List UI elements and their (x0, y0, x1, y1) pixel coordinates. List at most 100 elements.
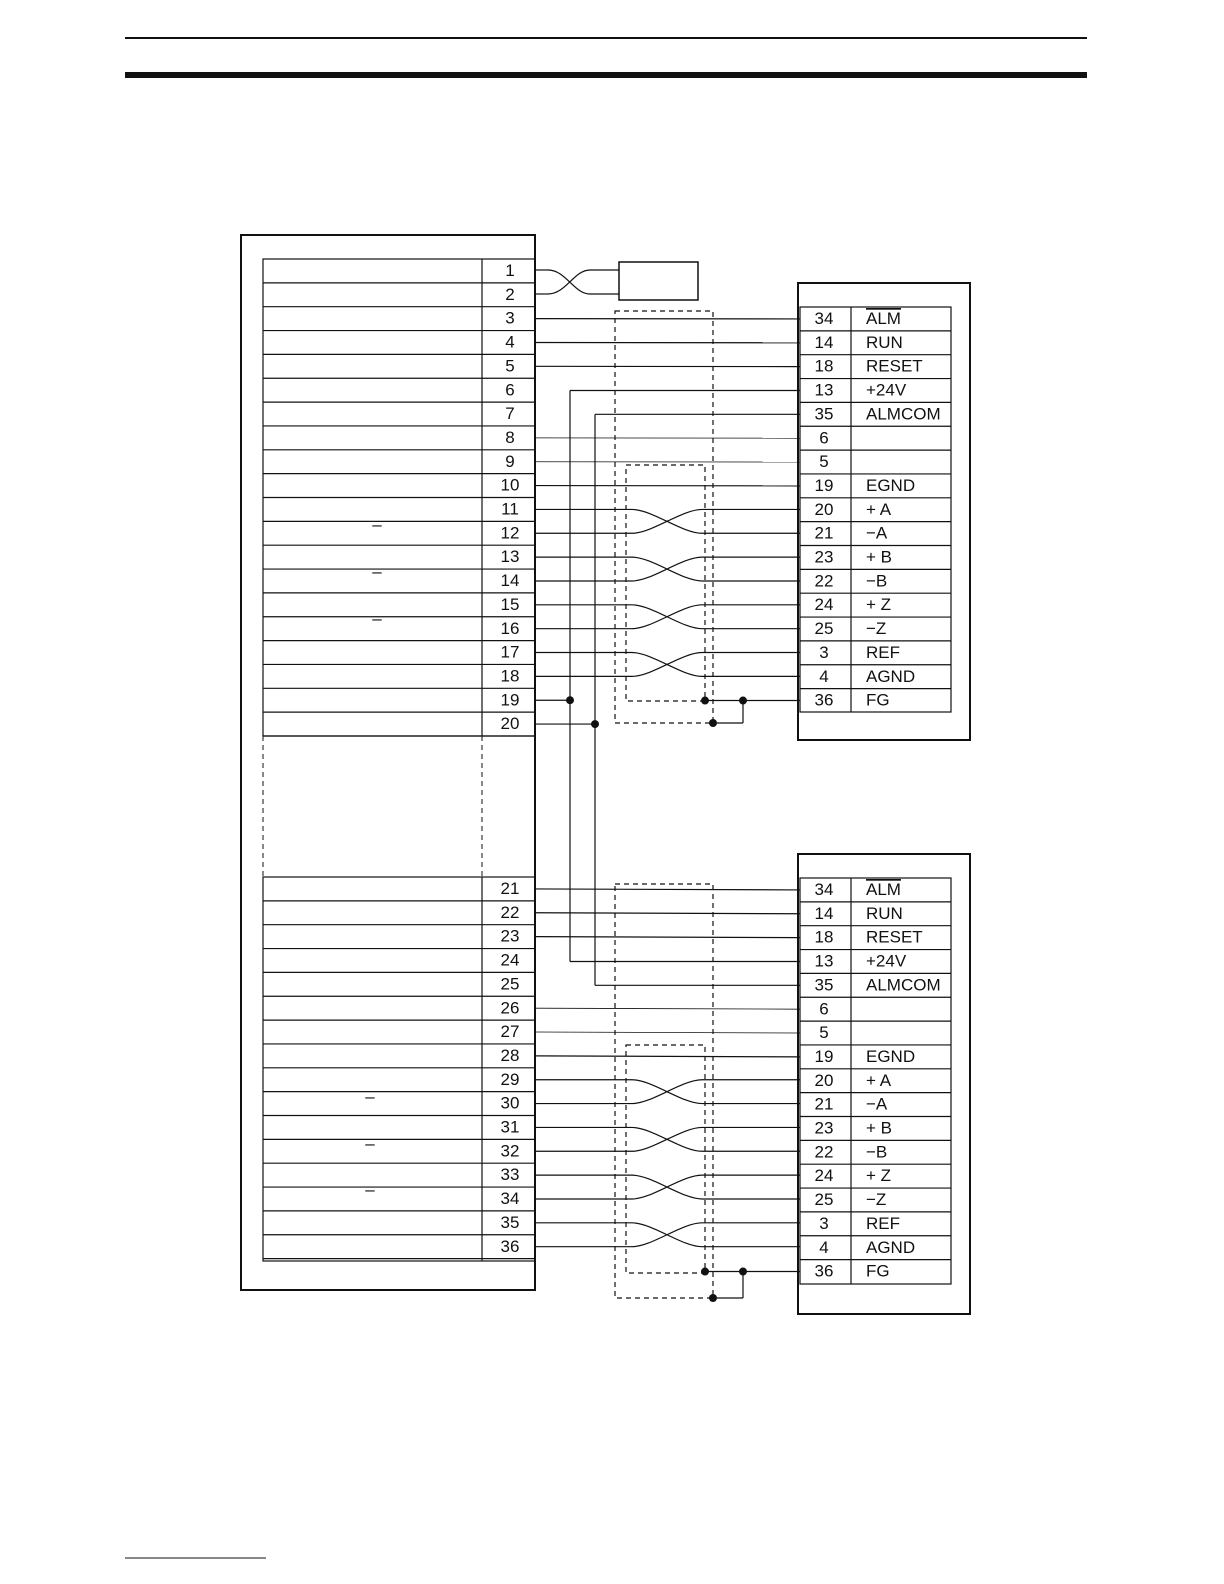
driver-pin-number: 3 (819, 643, 828, 662)
driver-pin-number: 35 (815, 404, 834, 423)
cable-shield-inner-top (625, 464, 706, 702)
controller-pin-number: 25 (501, 974, 520, 993)
driver-pin-number: 35 (815, 975, 834, 994)
driver-pin-number: 19 (815, 476, 834, 495)
complement-bar-mark: – (372, 562, 382, 581)
driver-top-outer-box (797, 282, 971, 741)
junction-dot (709, 719, 717, 727)
controller-pin-number: 21 (501, 879, 520, 898)
controller-pin-number: 1 (505, 261, 514, 280)
external-component-box (618, 261, 699, 301)
twisted-pair-cross (631, 651, 703, 677)
controller-pin-number: 11 (501, 500, 519, 519)
driver-signal-label: −B (866, 571, 887, 590)
driver-pin-number: 24 (815, 1166, 834, 1185)
driver-pin-number: 23 (815, 548, 834, 567)
controller-pin-number: 4 (505, 333, 514, 352)
driver-pin-number: 5 (819, 452, 828, 471)
driver-signal-label: REF (866, 643, 900, 662)
driver-signal-label: + A (866, 1071, 892, 1090)
driver-pin-number: 34 (815, 309, 834, 328)
driver-pin-number: 4 (819, 667, 828, 686)
controller-pin-number: 30 (501, 1094, 520, 1113)
driver-signal-label: RUN (866, 904, 903, 923)
driver-pin-number: 36 (815, 1262, 834, 1281)
driver-pin-number: 13 (815, 952, 834, 971)
driver-signal-label: FG (866, 1262, 890, 1281)
controller-pin-number: 29 (501, 1070, 520, 1089)
complement-bar-mark: – (365, 1087, 375, 1106)
driver-signal-label: ALMCOM (866, 975, 941, 994)
driver-pin-number: 21 (815, 524, 834, 543)
controller-pin-number: 3 (505, 309, 514, 328)
controller-pin-number: 36 (501, 1237, 520, 1256)
driver-signal-label: −Z (866, 619, 886, 638)
driver-pin-number: 36 (815, 691, 834, 710)
complement-bar-mark: – (365, 1180, 375, 1199)
driver-pin-number: 5 (819, 1023, 828, 1042)
driver-pin-number: 21 (815, 1095, 834, 1114)
controller-pin-number: 2 (505, 285, 514, 304)
controller-pin-number: 19 (501, 690, 520, 709)
driver-signal-label: +24V (866, 381, 907, 400)
driver-signal-label: −A (866, 524, 888, 543)
controller-pin-number: 8 (505, 428, 514, 447)
driver-pin-number: 20 (815, 1071, 834, 1090)
twisted-pair-cross (631, 508, 703, 534)
junction-dot (701, 696, 709, 705)
driver-signal-label: EGND (866, 1047, 915, 1066)
controller-pin-number: 17 (501, 643, 520, 662)
junction-dot (709, 1294, 717, 1302)
driver-pin-number: 18 (815, 928, 834, 947)
twisted-pair-cross (631, 1079, 703, 1105)
driver-pin-number: 14 (815, 333, 834, 352)
driver-signal-label: + Z (866, 1166, 891, 1185)
complement-bar-marks: –––––– (365, 515, 382, 1199)
driver-pin-number: 22 (815, 571, 834, 590)
driver-bottom-outer-box (797, 853, 971, 1315)
wire-segment (534, 1055, 801, 1058)
controller-pin-number: 27 (501, 1022, 520, 1041)
controller-pin-number: 6 (505, 380, 514, 399)
driver-pin-number: 18 (815, 357, 834, 376)
controller-pin-number: 10 (501, 476, 520, 495)
driver-signal-label: −B (866, 1142, 887, 1161)
driver-bottom-inner-box (799, 877, 952, 1285)
junction-dot (701, 1267, 709, 1276)
controller-pin-number: 34 (501, 1189, 520, 1208)
driver-pin-number: 3 (819, 1214, 828, 1233)
driver-signal-label: ALM (866, 309, 901, 328)
wire-segment (534, 1031, 801, 1034)
controller-pin-number: 32 (501, 1141, 520, 1160)
driver-pin-number: 4 (819, 1238, 828, 1257)
twisted-pair-cross (631, 1222, 703, 1248)
driver-signal-label: + B (866, 548, 892, 567)
driver-signal-label: +24V (866, 952, 907, 971)
driver-pin-number: 25 (815, 619, 834, 638)
controller-pin-number: 13 (501, 547, 520, 566)
wire-segment (534, 936, 801, 939)
driver-signal-label: RESET (866, 928, 923, 947)
driver-pin-number: 20 (815, 500, 834, 519)
controller-pin-number: 22 (501, 903, 520, 922)
twisted-pair-cross (631, 556, 703, 582)
twisted-pair-cross (631, 1126, 703, 1152)
driver-pin-number: 6 (819, 999, 828, 1018)
cable-shield-outer-top (614, 310, 714, 724)
driver-pin-number: 24 (815, 595, 834, 614)
controller-pin-number: 31 (501, 1118, 520, 1137)
driver-signal-label: −Z (866, 1190, 886, 1209)
driver-signal-label: EGND (866, 476, 915, 495)
controller-pin-number: 18 (501, 666, 520, 685)
controller-pin-number: 14 (501, 571, 520, 590)
cable-shield-outer-bottom (614, 883, 714, 1299)
pins-1-2-twisted-pair (535, 261, 699, 301)
driver-pin-number: 6 (819, 428, 828, 447)
controller-pin-number: 23 (501, 927, 520, 946)
driver-signal-label: RUN (866, 333, 903, 352)
controller-inner-box-bottom (262, 876, 536, 1262)
